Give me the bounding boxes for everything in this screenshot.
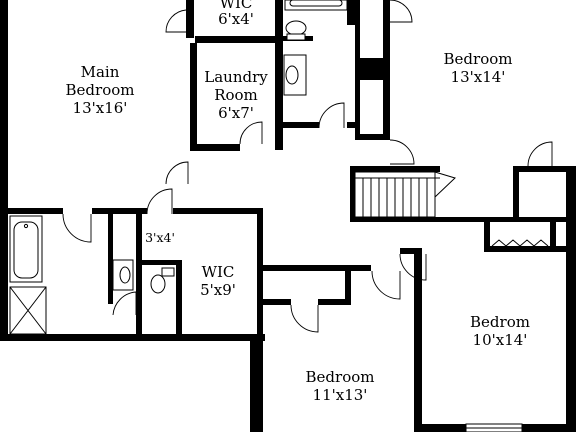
vanity-sink — [112, 259, 134, 291]
door-closet-bs — [290, 304, 319, 333]
wall-bath-partition — [108, 214, 113, 304]
door-bath-main — [62, 213, 92, 243]
wall-hall-stub — [400, 248, 422, 254]
room-name-laundry-1: Laundry — [204, 68, 268, 86]
sink-upper-bath — [283, 54, 307, 96]
wall-laundry-south-a — [190, 144, 240, 151]
wall-wic-mid-top — [173, 208, 263, 214]
door-wic-top — [165, 9, 187, 33]
room-size-wic-mid: 5'x9' — [200, 281, 236, 299]
wall-closet-se-east — [550, 222, 556, 252]
wall-wic-west — [186, 0, 194, 38]
wall-wic-mid-west — [176, 260, 182, 340]
wall-bath-bottom — [0, 334, 265, 341]
wall-closet-bs-south — [318, 299, 351, 305]
wall-closet-se-south — [484, 246, 569, 252]
wall-closet-small-west — [136, 208, 142, 334]
door-closet-ne — [389, 0, 413, 23]
wall-closet-west — [513, 166, 519, 220]
room-name-wic-mid: WIC — [202, 263, 235, 281]
wall-laundry-east — [275, 0, 283, 150]
wall-east-lower — [566, 246, 576, 432]
room-size-wic-top: 6'x4' — [218, 10, 254, 28]
labels: WIC 6'x4' Main Bedroom 13'x16' Laundry R… — [66, 0, 530, 404]
toilet-upper-bath — [285, 20, 307, 41]
wall-bedroom-se-west — [414, 248, 422, 432]
column-block — [355, 58, 390, 80]
wall-laundry-west — [190, 43, 197, 150]
wall-stair-south — [350, 217, 570, 222]
room-size-bedroom-se: 10'x14' — [473, 331, 528, 349]
staircase — [354, 171, 456, 218]
toilet — [150, 267, 175, 294]
wall-bedroom-s-top — [263, 265, 371, 271]
bifold-door — [491, 239, 549, 247]
room-name-main-bedroom-1: Main — [81, 63, 120, 81]
wall-closet-bs-east — [345, 265, 351, 305]
room-name-wic-top: WIC — [220, 0, 253, 12]
room-size-laundry: 6'x7' — [218, 104, 254, 122]
shower — [9, 286, 47, 335]
room-size-main-bedroom: 13'x16' — [73, 99, 128, 117]
wall-east — [566, 166, 576, 256]
wall-closet-se-west — [484, 222, 490, 250]
wall-west-bath — [0, 208, 8, 340]
wall-bath-south — [283, 122, 319, 128]
wall-wic-south — [195, 36, 283, 43]
room-name-bedroom-se: Bedrom — [470, 313, 530, 331]
wall-main-bedroom-south-a — [8, 208, 63, 214]
wall-bottom-se-a — [422, 424, 466, 432]
wall-bath-east-top — [347, 0, 355, 25]
wall-bedroom-ne-south — [513, 166, 576, 172]
door-closet-ne-bottom — [527, 141, 553, 167]
wall-wic-mid-east — [257, 208, 263, 432]
room-name-laundry-2: Room — [214, 86, 258, 104]
door-closet-small — [146, 188, 173, 215]
door-main-bedroom — [165, 161, 189, 185]
door-bedroom-se — [399, 253, 427, 281]
wall-closet-small-south — [136, 260, 181, 265]
room-name-bedroom-ne: Bedroom — [444, 50, 513, 68]
door-toilet — [112, 291, 137, 316]
room-size-bedroom-s: 11'x13' — [313, 386, 368, 404]
wall-bottom-se-b — [522, 424, 566, 432]
room-size-bedroom-ne: 13'x14' — [451, 68, 506, 86]
wall-west-upper — [0, 0, 8, 215]
room-size-closet-small: 3'x4' — [145, 230, 175, 245]
door-bedroom-s — [371, 270, 401, 300]
room-name-bedroom-s: Bedroom — [306, 368, 375, 386]
wall-main-bedroom-south-b — [92, 208, 147, 214]
door-bath-upper — [318, 102, 345, 129]
bathtub — [9, 215, 43, 283]
door-laundry — [239, 121, 263, 145]
wall-stair-top — [350, 166, 440, 172]
door-swings — [62, 0, 553, 333]
wall-column-bottom — [355, 134, 390, 140]
room-name-main-bedroom-2: Bedroom — [66, 81, 135, 99]
wall-closet-bs-south-b — [263, 299, 291, 305]
wall-stair-west — [350, 166, 355, 222]
wall-bedroom-s-west — [250, 334, 263, 432]
door-bedroom-ne — [389, 139, 415, 165]
tub-upper-bath — [284, 0, 348, 11]
wall-bath-east-stub — [347, 122, 355, 128]
